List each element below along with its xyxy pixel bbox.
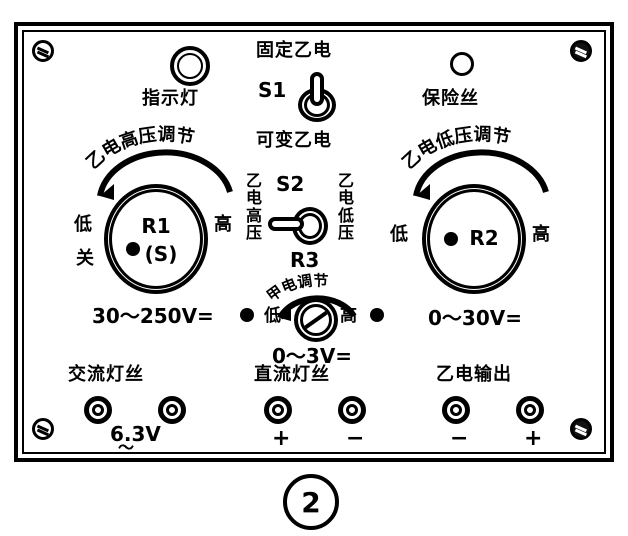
knob-r2[interactable]: R2 (422, 184, 526, 294)
switch-s2-lever[interactable] (268, 217, 304, 231)
knob-r1-arc-arrow (97, 149, 233, 197)
knob-r1-name: R1 (141, 214, 171, 238)
fuse-hole-icon (450, 52, 474, 76)
panel-inner-border (22, 30, 606, 454)
ac-filament-rating: 6.3V (110, 422, 161, 446)
ac-filament-jack-left[interactable] (84, 396, 112, 424)
indicator-lamp-inner (177, 53, 203, 79)
knob-r1-high-label: 高 (214, 214, 233, 235)
switch-s2-right-label: 乙电低压 (338, 171, 355, 242)
knob-r3-left-marker (240, 308, 254, 322)
knob-r1-ring (109, 189, 203, 289)
dc-filament-jack-minus[interactable] (338, 396, 366, 424)
knob-r2-arrow-head (416, 184, 430, 200)
dc-filament-title: 直流灯丝 (254, 364, 330, 385)
control-panel: 指示灯 保险丝 固定乙电 S1 可变乙电 乙电高压调节 R1 (S) 低 高 (14, 22, 614, 462)
knob-r2-pointer (444, 232, 458, 246)
ac-filament-jack-right[interactable] (158, 396, 186, 424)
dc-filament-jack-minus-hole (346, 404, 358, 416)
dc-filament-jack-plus-hole (272, 404, 284, 416)
dc-filament-plus-sign: + (272, 426, 291, 451)
indicator-lamp-icon (170, 46, 210, 86)
b-output-title: 乙电输出 (436, 364, 512, 385)
knob-r1-off-label: 关 (76, 248, 95, 269)
dc-filament-jack-plus[interactable] (264, 396, 292, 424)
figure-number-text: 2 (301, 485, 321, 519)
switch-s1-lever[interactable] (310, 72, 324, 106)
knob-r2-high-label: 高 (532, 224, 551, 245)
knob-r3-arrow-head (280, 309, 291, 321)
b-output-minus-sign: − (450, 426, 469, 451)
figure-number: 2 (283, 474, 339, 530)
screw-top-right (570, 40, 592, 62)
ac-filament-jack-left-hole (92, 404, 104, 416)
ac-filament-rating-mark: ～ (118, 438, 135, 457)
switch-s2-left-label: 乙电高压 (246, 171, 263, 242)
ac-filament-title: 交流灯丝 (68, 364, 144, 385)
knob-r1-low-label: 低 (74, 214, 93, 235)
knob-r1[interactable]: R1 (S) (104, 184, 208, 294)
knob-r3-high-label: 高 (340, 306, 358, 326)
switch-s2-toggle[interactable] (268, 204, 330, 248)
screw-bottom-left (32, 418, 54, 440)
switch-s1-toggle[interactable] (294, 72, 340, 124)
switch-s1-name: S1 (258, 78, 287, 102)
knob-r3[interactable] (294, 298, 338, 342)
b-output-jack-minus-hole (450, 404, 462, 416)
knob-r3-name: R3 (290, 248, 320, 272)
switch-s2-name: S2 (276, 172, 305, 196)
indicator-lamp-label: 指示灯 (142, 88, 199, 109)
b-output-jack-plus[interactable] (516, 396, 544, 424)
b-output-plus-sign: + (524, 426, 543, 451)
dc-filament-minus-sign: − (346, 426, 365, 451)
b-output-jack-plus-hole (524, 404, 536, 416)
knob-r2-arc-arrow (413, 149, 549, 197)
knob-r3-right-marker (370, 308, 384, 322)
knob-r3-low-label: 低 (264, 306, 282, 326)
knob-r2-name: R2 (469, 226, 499, 250)
knob-r1-pointer (126, 242, 140, 256)
knob-r2-range-label: 0～30V= (428, 306, 522, 330)
b-output-jack-minus[interactable] (442, 396, 470, 424)
ac-filament-jack-right-hole (166, 404, 178, 416)
switch-s1-top-label: 固定乙电 (256, 40, 332, 61)
fuse-label: 保险丝 (422, 88, 479, 109)
knob-r2-low-label: 低 (390, 224, 409, 245)
screw-bottom-right (570, 418, 592, 440)
knob-r1-range-label: 30～250V= (92, 304, 214, 328)
knob-r1-arrow-head (100, 184, 114, 200)
knob-r1-sub: (S) (144, 242, 178, 266)
knob-r3-range-label: 0～3V= (272, 344, 353, 368)
knob-r2-ring (427, 189, 521, 289)
switch-s1-bottom-label: 可变乙电 (256, 130, 332, 151)
screw-top-left (32, 40, 54, 62)
